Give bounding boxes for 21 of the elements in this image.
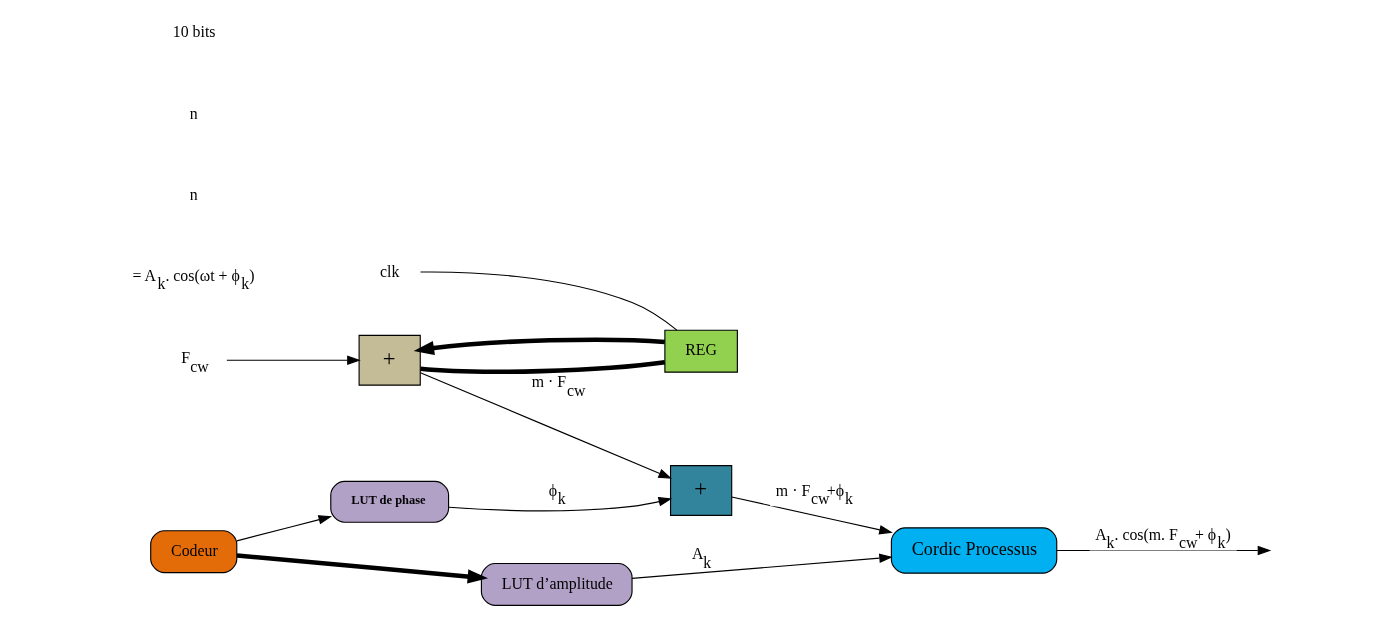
node-box: Codeur [149, 530, 237, 574]
label: n [189, 186, 198, 204]
node-box: + [358, 334, 421, 386]
arrow [225, 355, 361, 365]
connector [419, 360, 665, 374]
label: 10 bits [172, 23, 215, 41]
connector [419, 271, 677, 331]
arrow [236, 553, 488, 584]
arrow [730, 496, 893, 535]
arrow [413, 337, 665, 356]
arrow [419, 372, 672, 479]
node-box: REG [663, 329, 738, 373]
node-box: Cordic Processus [890, 527, 1057, 574]
node-text: clk [379, 263, 399, 281]
node-box: LUT d’amplitude [480, 562, 633, 606]
label: n [189, 104, 198, 122]
arrow [447, 497, 672, 512]
arrow [235, 515, 332, 542]
node-box: LUT de phase [329, 480, 449, 523]
arrow [631, 553, 893, 579]
node-box: + [669, 465, 732, 516]
